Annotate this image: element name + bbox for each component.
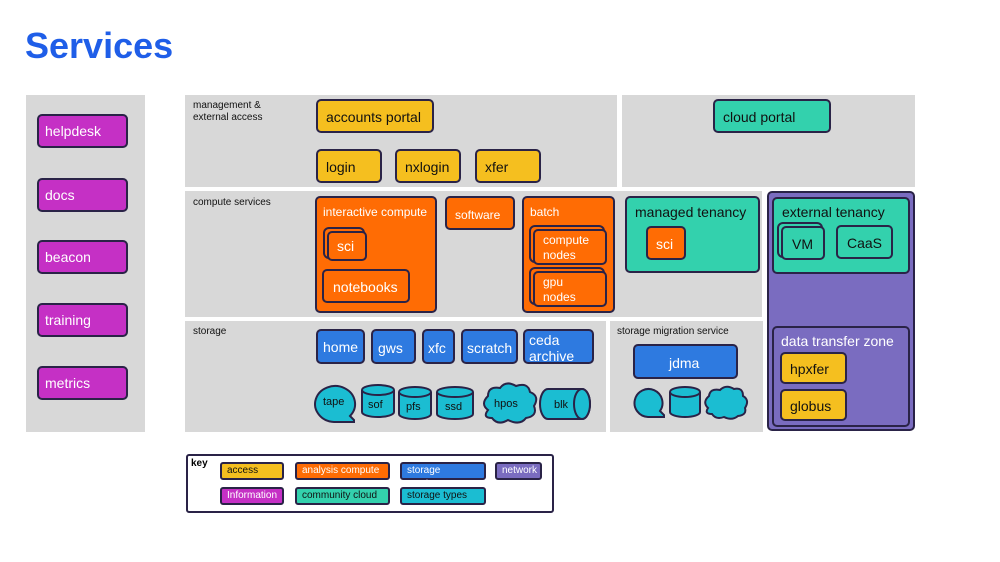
management-label: management & external access [193,100,263,123]
blk-disk-icon: blk [539,388,591,420]
software-box: software [445,196,515,230]
nxlogin-box: nxlogin [395,149,461,183]
managed-sci-box: sci [646,226,686,260]
managed-tenancy-label: managed tenancy [635,204,747,220]
storage-types-shapes: tape sof pfs ssd hpos blk [314,382,591,424]
pfs-cylinder-icon: pfs [398,386,432,420]
key-storage-services: storage services [400,462,486,490]
caas-box: CaaS [836,225,893,259]
pfs-label: pfs [406,401,421,413]
ceda-archive-box: ceda archive [523,329,594,364]
cloud-icon [704,385,749,420]
accounts-portal-box: accounts portal [316,99,434,133]
sof-label: sof [368,399,384,411]
compute-nodes-box: compute nodes [533,229,607,265]
sof-cylinder-icon: sof [361,384,395,418]
helpdesk-box: helpdesk [37,114,128,148]
scratch-box: scratch [461,329,518,364]
interactive-compute-label: interactive compute [323,205,428,219]
xfc-box: xfc [422,329,455,364]
globus-box: globus [780,389,847,421]
docs-box: docs [37,178,128,212]
page-title: Services [25,25,174,66]
key-access: access [220,462,284,480]
key-label: key [191,458,208,469]
xfer-box: xfer [475,149,541,183]
login-box: login [316,149,382,183]
tape-label: tape [323,396,344,408]
jdma-box: jdma [633,344,738,379]
storage-migration-label: storage migration service [617,326,729,337]
ssd-cylinder-icon: ssd [436,386,474,420]
tape-icon: tape [314,385,357,423]
cloud-portal-box: cloud portal [713,99,831,133]
key-information: Information [220,487,284,505]
hpos-label: hpos [494,398,518,410]
jdma-storage-shapes [633,385,749,420]
hpos-cloud-icon: hpos [483,382,538,424]
tape-icon [633,388,665,418]
disk-cylinder-icon [669,386,701,418]
gpu-nodes-box: gpu nodes [533,271,607,307]
training-box: training [37,303,128,337]
storage-label: storage [193,326,227,337]
hpxfer-box: hpxfer [780,352,847,384]
sci-box: sci [327,231,367,261]
key-storage-types: storage types [400,487,486,505]
gws-box: gws [371,329,416,364]
key-community-cloud: community cloud [295,487,390,505]
ssd-label: ssd [445,401,462,413]
home-box: home [316,329,365,364]
metrics-box: metrics [37,366,128,400]
notebooks-box: notebooks [322,269,410,303]
blk-label: blk [554,399,569,411]
beacon-box: beacon [37,240,128,274]
data-transfer-zone-label: data transfer zone [781,333,894,349]
key-analysis-compute: analysis compute [295,462,390,480]
key-network: network [495,462,542,480]
compute-services-label: compute services [193,197,271,208]
vm-box: VM [781,226,825,260]
external-tenancy-label: external tenancy [782,204,885,220]
